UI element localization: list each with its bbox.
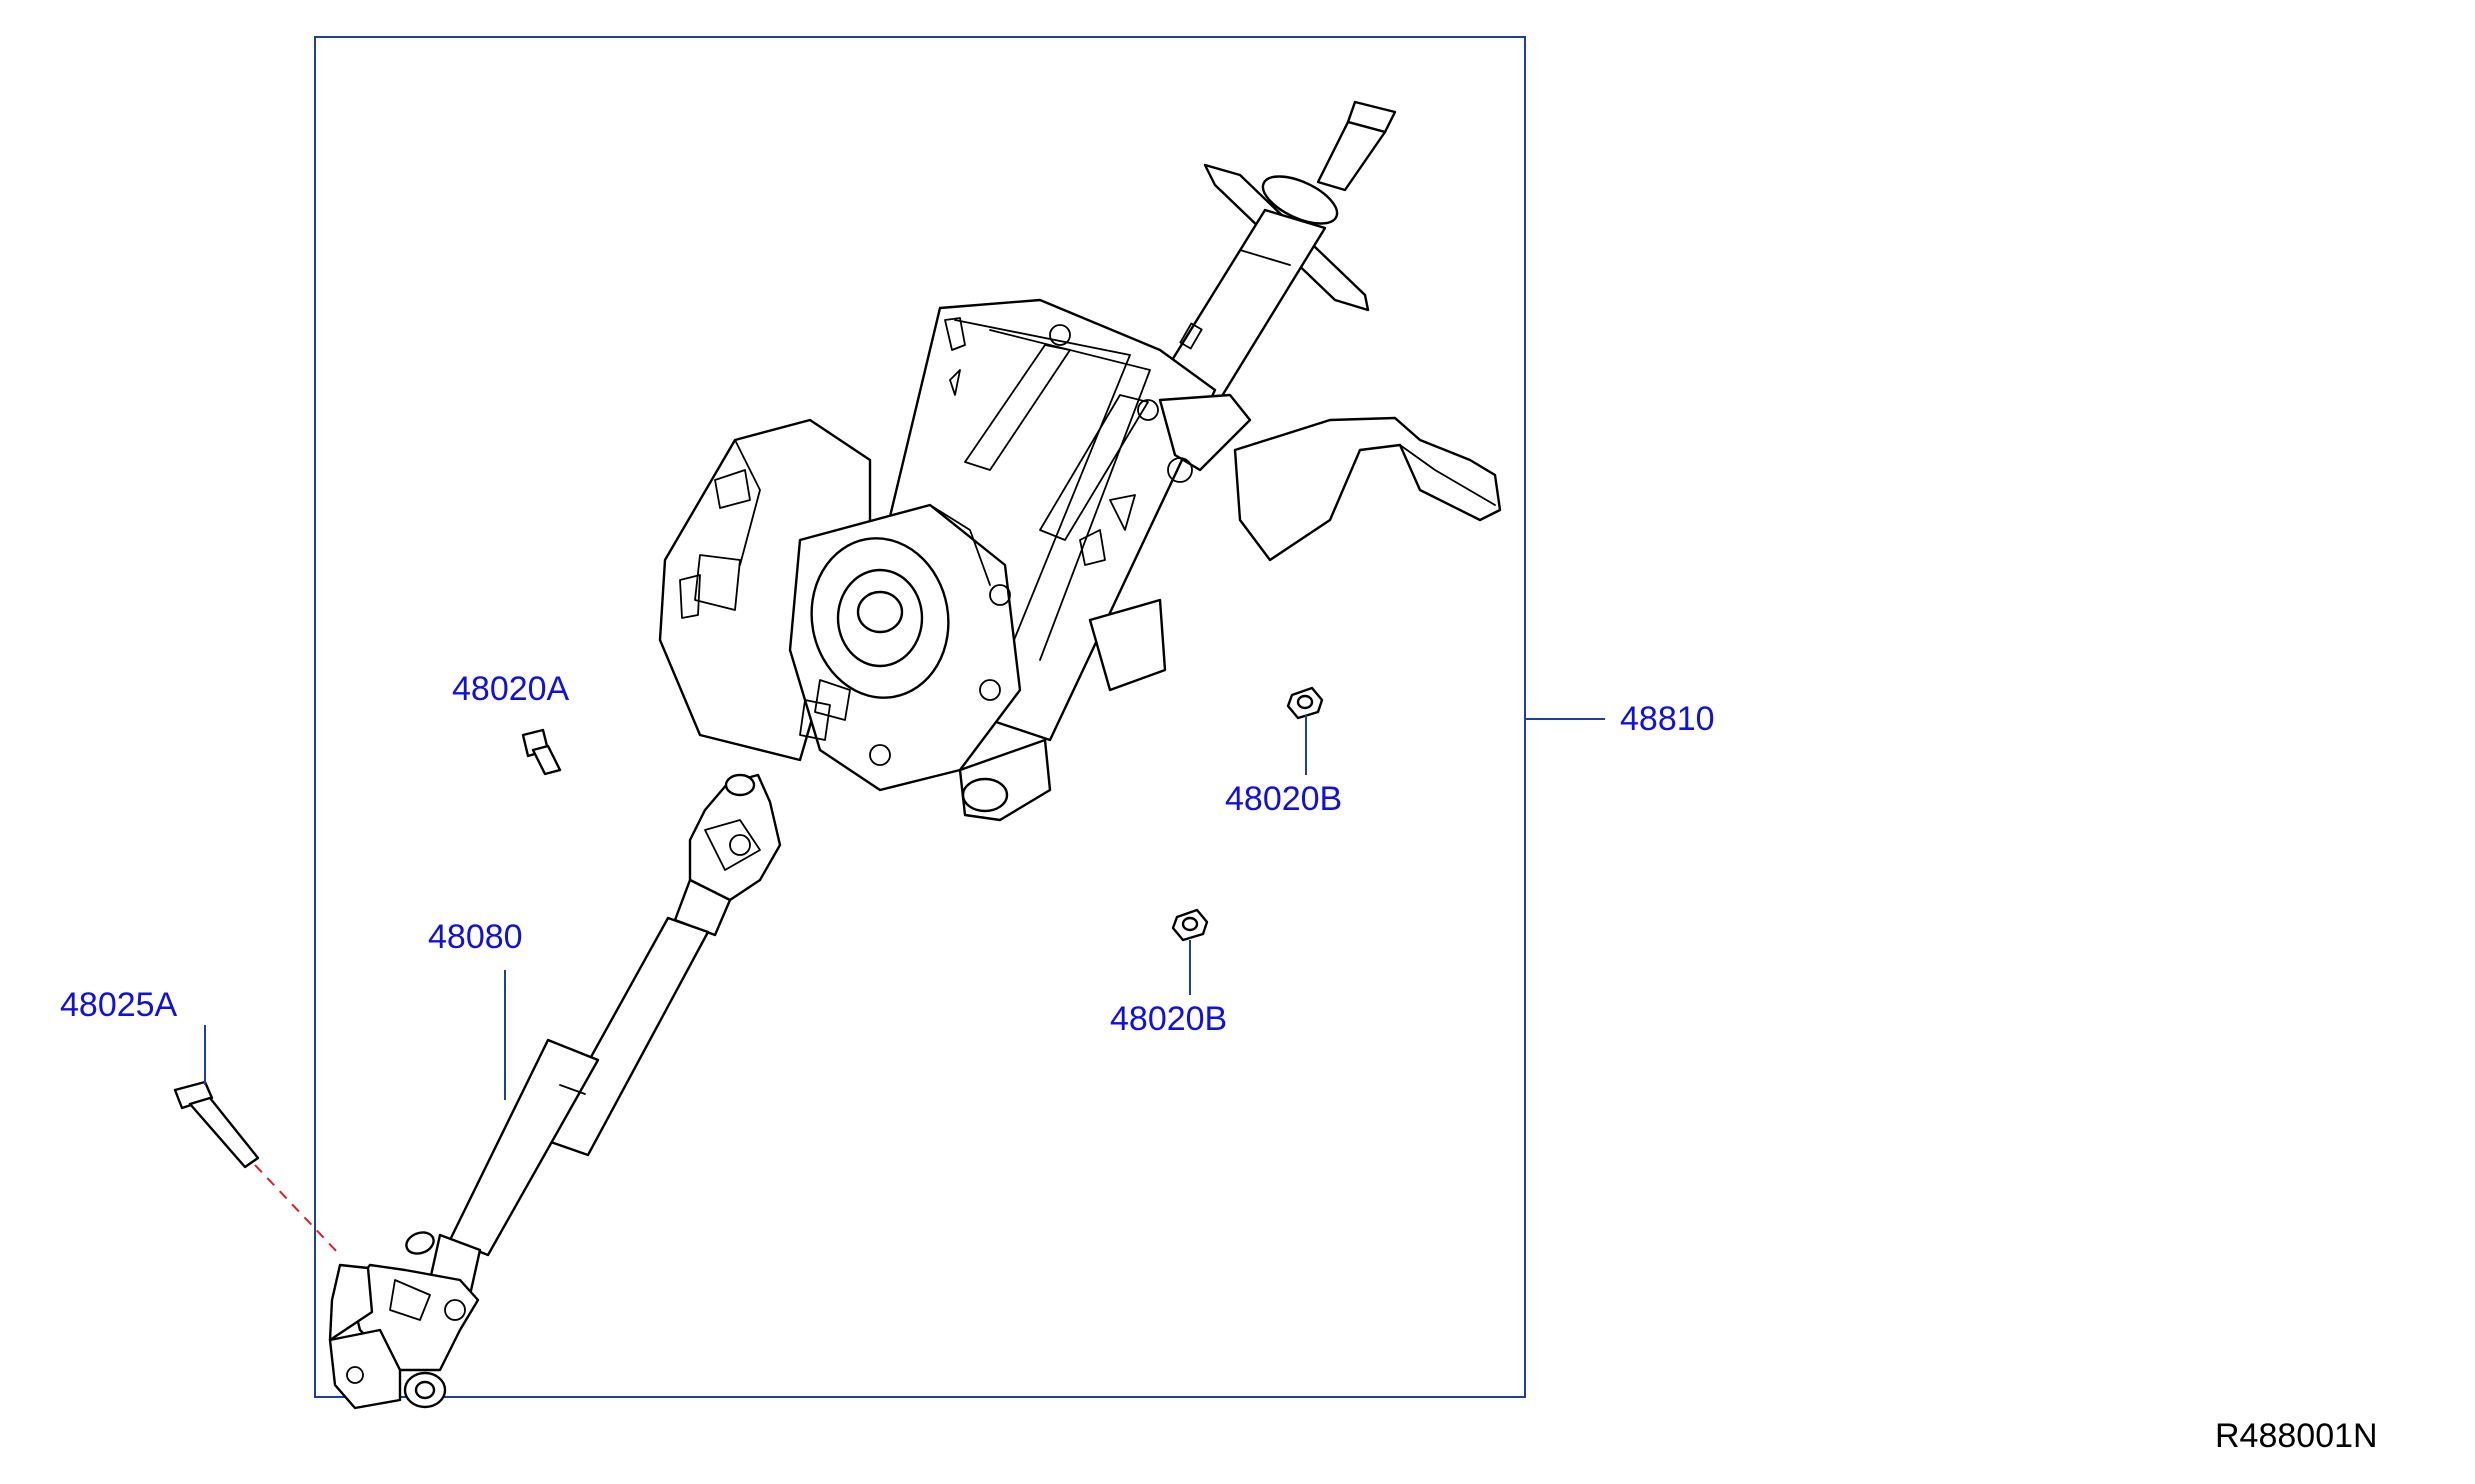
callout-48020b-lower: 48020B bbox=[1110, 1000, 1227, 1038]
steering-column-assembly bbox=[658, 100, 1502, 822]
dashed-leader-48025a bbox=[254, 1164, 341, 1256]
bolt-48020a bbox=[521, 728, 562, 776]
callout-48020a: 48020A bbox=[452, 670, 570, 708]
callout-48025a: 48025A bbox=[60, 986, 178, 1024]
callout-48020b-upper: 48020B bbox=[1225, 780, 1342, 818]
nut-upper bbox=[1286, 686, 1324, 720]
callout-48080: 48080 bbox=[428, 918, 523, 956]
assembly-frame bbox=[314, 36, 1526, 1398]
callout-48810: 48810 bbox=[1620, 700, 1715, 738]
reference-code: R488001N bbox=[2215, 1417, 2378, 1455]
steering-shaft bbox=[328, 773, 782, 1410]
nut-lower bbox=[1171, 908, 1209, 942]
bolt-48025a bbox=[173, 1080, 260, 1169]
